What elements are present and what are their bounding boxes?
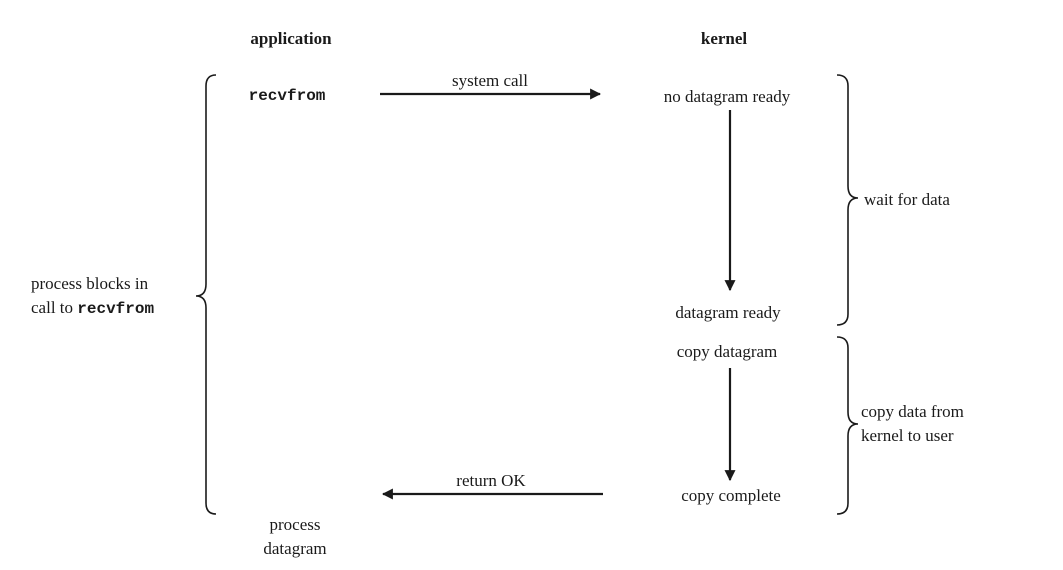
no-datagram-ready-label: no datagram ready: [663, 87, 791, 106]
copy-data-brace: [836, 336, 859, 515]
copy-data-line2: kernel to user: [861, 426, 954, 445]
process-blocks-label: process blocks in call to recvfrom: [31, 272, 211, 321]
process-blocks-line2: call to recvfrom: [31, 296, 211, 321]
process-datagram-line2: datagram: [263, 539, 327, 558]
process-blocks-line1: process blocks in: [31, 274, 149, 293]
copy-complete-label: copy complete: [681, 486, 781, 505]
datagram-ready-label: datagram ready: [675, 303, 781, 322]
system-call-label: system call: [451, 71, 529, 90]
process-blocks-brace: [195, 74, 217, 515]
process-blocks-recvfrom-code: recvfrom: [77, 300, 155, 318]
process-datagram-label: process datagram: [235, 513, 355, 561]
return-ok-label: return OK: [456, 471, 526, 490]
copy-data-line1: copy data from: [861, 402, 964, 421]
process-blocks-line2-prefix: call to: [31, 298, 78, 317]
application-heading: application: [250, 29, 332, 48]
wait-for-data-brace: [836, 74, 859, 326]
copy-datagram-label: copy datagram: [676, 342, 778, 361]
process-datagram-line1: process: [269, 515, 321, 534]
recvfrom-call-label: recvfrom: [248, 87, 326, 105]
copy-data-label: copy data from kernel to user: [861, 400, 1021, 448]
wait-for-data-label: wait for data: [864, 190, 950, 209]
kernel-heading: kernel: [700, 29, 748, 48]
